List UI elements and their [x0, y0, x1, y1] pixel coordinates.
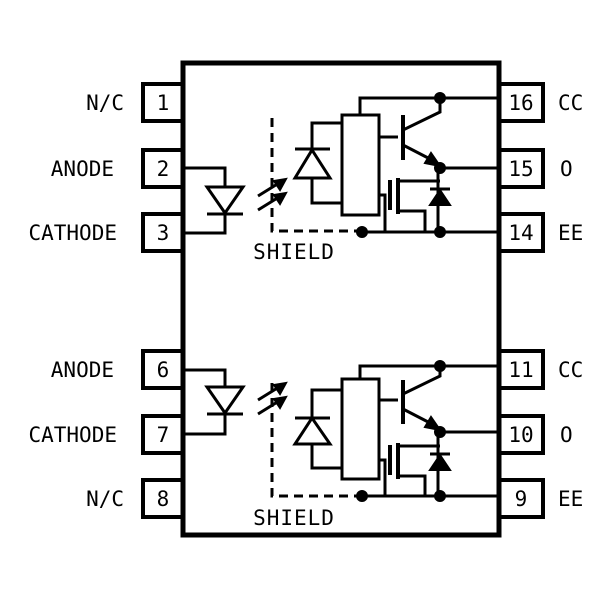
pin-15-label: O: [560, 157, 573, 181]
pin-14-number: 14: [508, 221, 533, 245]
pin-11-number: 11: [508, 358, 533, 382]
mosfet-symbol: [379, 178, 440, 232]
channel-1: SHIELD: [183, 92, 499, 264]
shield-line: [270, 383, 360, 498]
pin-6-number: 6: [157, 358, 170, 382]
pin-1-label: N/C: [86, 91, 124, 115]
pin-10-number: 10: [508, 423, 533, 447]
pin-2-label: ANODE: [51, 157, 114, 181]
light-emission-arrows: [257, 381, 288, 416]
left-pin-tabs: [141, 82, 183, 519]
zener-diode-symbol: [428, 452, 452, 471]
pin-7-number: 7: [157, 423, 170, 447]
mosfet-symbol: [379, 443, 440, 496]
pin-1-number: 1: [157, 91, 170, 115]
amplifier-block: [340, 377, 381, 481]
pin-7-label: CATHODE: [28, 423, 117, 447]
pin-11-label: CC: [558, 358, 583, 382]
light-emission-arrows: [257, 177, 288, 212]
pin-14-label: EE: [558, 221, 583, 245]
pin-3-label: CATHODE: [28, 221, 117, 245]
shield-line: [270, 118, 360, 233]
pin-6-label: ANODE: [51, 358, 114, 382]
pin-8-number: 8: [157, 487, 170, 511]
shield-label: SHIELD: [253, 506, 335, 530]
photodiode-symbol: [292, 121, 342, 205]
pin-9-label: EE: [558, 487, 583, 511]
pin-3-number: 3: [157, 221, 170, 245]
junction-dot: [356, 226, 368, 238]
junction-dot: [356, 490, 368, 502]
pin-16-label: CC: [558, 91, 583, 115]
junction-dot: [434, 226, 446, 238]
pin-16-number: 16: [508, 91, 533, 115]
amplifier-block: [340, 113, 381, 217]
led-symbol: [204, 185, 246, 216]
pin-8-label: N/C: [86, 487, 124, 511]
right-pin-tabs: [499, 82, 545, 519]
channel-2: SHIELD: [183, 360, 499, 530]
photodiode-symbol: [292, 388, 342, 470]
pin-10-label: O: [560, 423, 573, 447]
pin-15-number: 15: [508, 157, 533, 181]
led-symbol: [204, 385, 246, 416]
junction-dot: [434, 490, 446, 502]
zener-diode-symbol: [428, 187, 452, 206]
pin-9-number: 9: [515, 487, 528, 511]
pin-2-number: 2: [157, 157, 170, 181]
shield-label: SHIELD: [253, 240, 335, 264]
